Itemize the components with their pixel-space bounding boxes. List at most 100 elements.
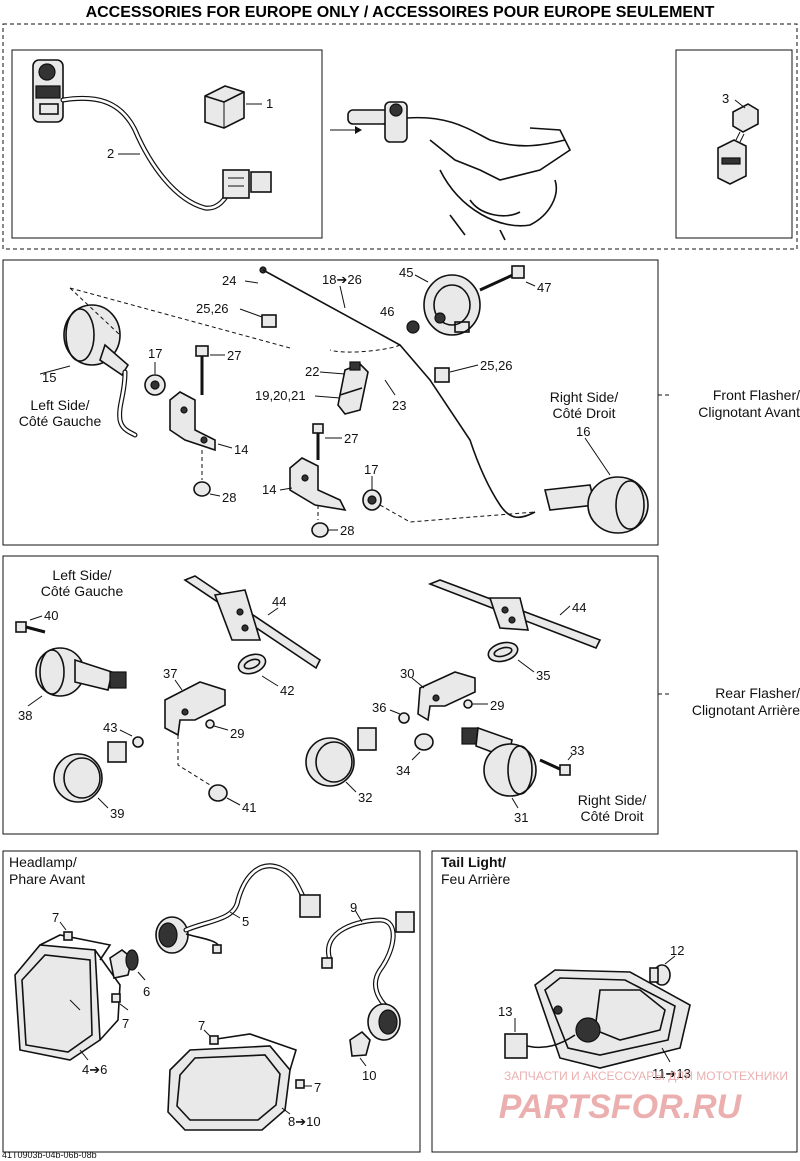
front-flasher-caption-fr: Clignotant Avant (698, 404, 800, 420)
front-flasher-caption-en: Front Flasher/ (713, 387, 800, 403)
label-40: 40 (44, 608, 58, 623)
label-17-right: 17 (364, 462, 378, 477)
tail-light-box (431, 850, 798, 1153)
headlamp-lens-8-10 (167, 1033, 297, 1131)
label-25-26-left: 25,26 (196, 301, 229, 316)
nut-34 (414, 733, 434, 751)
bracket-14-left (169, 391, 216, 452)
socket-43 (107, 736, 144, 763)
screw-7-a (63, 931, 73, 941)
handlebar-assembly (347, 101, 572, 241)
label-43: 43 (103, 720, 117, 735)
seal-42 (237, 653, 267, 675)
label-28-left: 28 (222, 490, 236, 505)
label-24: 24 (222, 273, 236, 288)
label-23: 23 (392, 398, 406, 413)
rear-left-side-fr: Côté Gauche (41, 583, 124, 599)
label-12: 12 (670, 943, 684, 958)
tail-light-caption-fr: Feu Arrière (441, 871, 510, 887)
bolt-47 (479, 265, 525, 292)
label-42: 42 (280, 683, 294, 698)
bracket-30 (417, 671, 476, 722)
socket-32 (357, 727, 377, 751)
wiring-harness-2 (60, 95, 272, 211)
rear-flasher-box (2, 555, 659, 835)
rear-right-side-en: Right Side/ (578, 792, 647, 808)
nut-28-center (311, 522, 329, 538)
label-31: 31 (514, 810, 528, 825)
label-10: 10 (362, 1068, 376, 1083)
grommet-17-left (144, 374, 166, 396)
tail-light-assembly-11-13 (534, 969, 691, 1069)
label-7-d: 7 (314, 1080, 321, 1095)
label-32: 32 (358, 790, 372, 805)
label-2: 2 (107, 146, 114, 161)
grommet-17-right (362, 489, 382, 511)
screw-7-b (111, 993, 121, 1003)
bolt-33 (539, 758, 571, 776)
screw-7-d (295, 1079, 305, 1089)
arrow-icon (355, 126, 362, 134)
front-flasher-left-15 (63, 304, 138, 438)
label-19-20-21: 19,20,21 (255, 388, 306, 403)
horn-45 (423, 274, 481, 336)
plate-44-right (427, 579, 602, 650)
front-right-side-fr: Côté Droit (552, 405, 615, 421)
tail-light-caption-en: Tail Light/ (441, 854, 506, 870)
rear-flasher-caption-fr: Clignotant Arrière (692, 702, 800, 718)
label-46: 46 (380, 304, 394, 319)
label-36: 36 (372, 700, 386, 715)
label-13: 13 (498, 1004, 512, 1019)
bracket-14-center (289, 457, 347, 512)
screw-tail (553, 1005, 563, 1015)
label-6: 6 (143, 984, 150, 999)
screw-7-c (209, 1035, 219, 1045)
label-7-b: 7 (122, 1016, 129, 1031)
label-7-c: 7 (198, 1018, 205, 1033)
label-27-left: 27 (227, 348, 241, 363)
label-37: 37 (163, 666, 177, 681)
label-39: 39 (110, 806, 124, 821)
clip-25-26-right (434, 367, 450, 383)
label-27-center: 27 (344, 431, 358, 446)
nut-28-left (193, 481, 211, 497)
label-7-a: 7 (52, 910, 59, 925)
clip-25-26-left (261, 314, 277, 328)
front-left-side-en: Left Side/ (30, 397, 89, 413)
label-11-13: 11➔13 (652, 1066, 691, 1081)
label-35: 35 (536, 668, 550, 683)
bolt-40 (15, 621, 46, 634)
headlamp-caption-en: Headlamp/ (9, 854, 77, 870)
label-15: 15 (42, 370, 56, 385)
front-flasher-box (2, 259, 659, 546)
label-47: 47 (537, 280, 551, 295)
label-18-26: 18➔26 (322, 272, 362, 287)
label-29-right: 29 (490, 698, 504, 713)
bulb-12 (649, 964, 671, 986)
label-34: 34 (396, 763, 410, 778)
label-9: 9 (350, 900, 357, 915)
screw-29-left (205, 719, 215, 729)
label-28-center: 28 (340, 523, 354, 538)
label-14-center: 14 (262, 482, 276, 497)
diagram-title: ACCESSORIES FOR EUROPE ONLY / ACCESSOIRE… (86, 4, 715, 21)
label-38: 38 (18, 708, 32, 723)
harness-9 (321, 911, 415, 1013)
label-4-6: 4➔6 (82, 1062, 107, 1077)
section-europe-frame (2, 23, 798, 250)
nut-46 (406, 320, 420, 334)
socket-10 (349, 1003, 401, 1057)
seal-35 (487, 641, 519, 663)
rear-flasher-left-38 (35, 647, 127, 697)
label-45: 45 (399, 265, 413, 280)
label-8-10: 8➔10 (288, 1114, 321, 1129)
label-5: 5 (242, 914, 249, 929)
bolt-27-center (312, 423, 324, 460)
lens-39 (53, 753, 103, 803)
watermark-text: ЗАПЧАСТИ И АКСЕССУАРЫ ДЛЯ МОТОТЕХНИКИ (504, 1069, 788, 1083)
label-29-left: 29 (230, 726, 244, 741)
label-22: 22 (305, 364, 319, 379)
label-41: 41 (242, 800, 256, 815)
